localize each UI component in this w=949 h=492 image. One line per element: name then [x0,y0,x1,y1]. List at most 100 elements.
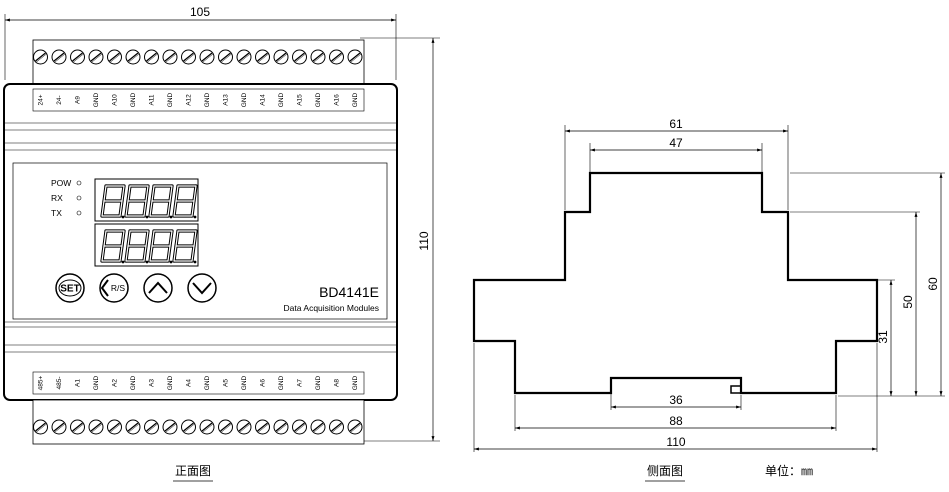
top-terminal-label: GND [93,92,100,107]
led-indicators: POW RX TX [51,178,82,218]
bottom-terminal-label: A5 [223,379,230,387]
chevron-left-icon [100,279,109,297]
terminal-screw-icon [88,49,104,65]
terminal-screw-icon [70,419,85,435]
top-terminal-label: 24+ [38,94,45,105]
terminal-screw-icon [125,419,141,435]
terminal-screw-icon [181,49,196,65]
terminal-screw-icon [33,419,48,435]
model-subtitle: Data Acquisition Modules [284,303,379,313]
bottom-terminal-label: A8 [334,379,341,387]
top-terminal-label: A15 [297,94,304,106]
bottom-terminal-label: GND [130,375,137,390]
terminal-screw-icon [218,419,233,435]
front-width-label: 105 [190,5,210,19]
bottom-terminal-label: GND [352,375,359,390]
top-terminal-label: GND [352,92,359,107]
seven-segment-digit [148,229,174,264]
top-terminal-label-strip [32,88,365,112]
terminal-screw-icon [162,419,178,435]
led-rx [76,195,82,201]
terminal-screw-icon [51,49,67,65]
led-label-pow: POW [51,178,71,188]
terminal-screw-icon [347,419,363,435]
set-button-label: SET [60,284,79,295]
terminal-screw-icon [125,49,141,65]
top-terminal-label: A9 [75,96,82,104]
bottom-terminal-block [32,399,365,445]
unit-label: 单位：㎜ [765,463,813,478]
bottom-terminal-label: A2 [112,379,119,387]
dim-right-full: 60 [926,277,940,291]
bottom-terminal-label-strip [32,371,365,395]
up-button[interactable] [143,273,173,303]
terminal-screw-icon [162,49,178,65]
terminal-screw-icon [107,49,122,65]
terminal-screw-icon [292,49,307,65]
led-label-tx: TX [51,208,62,218]
din-clip [730,385,742,394]
bottom-terminal-label: A6 [260,379,267,387]
top-terminal-label: GND [278,92,285,107]
down-button[interactable] [187,273,217,303]
top-terminal-label: 24- [56,95,63,104]
top-terminal-label: GND [130,92,137,107]
led-label-rx: RX [51,193,63,203]
terminal-screw-icon [273,419,289,435]
model-name: BD4141E [319,284,379,300]
terminal-screw-icon [310,49,326,65]
terminal-screw-icon [199,49,215,65]
bottom-terminal-label: 485- [56,376,63,389]
bottom-screw-row [33,419,363,435]
terminal-screw-icon [273,49,289,65]
top-terminal-label: A10 [112,94,119,106]
top-terminal-label: GND [315,92,322,107]
bottom-terminal-label: A1 [75,379,82,387]
top-terminal-label: A16 [334,94,341,106]
dim-top-outer: 61 [669,117,683,131]
seven-segment-digit [172,184,198,219]
dim-right-mid: 50 [901,295,915,309]
dim-bottom-full: 110 [666,435,685,449]
terminal-screw-icon [329,49,344,65]
bottom-terminal-label: 485+ [38,375,45,390]
seven-segment-digit [172,229,198,264]
terminal-screw-icon [236,419,252,435]
dim-right-low: 31 [876,330,890,344]
terminal-screw-icon [255,419,270,435]
terminal-screw-icon [181,419,196,435]
terminal-screw-icon [51,419,67,435]
bottom-terminal-label: GND [241,375,248,390]
terminal-screw-icon [199,419,215,435]
led-pow [76,180,82,186]
seven-segment-digit [124,184,150,219]
terminal-screw-icon [107,419,122,435]
terminal-screw-icon [70,49,85,65]
side-profile-outline [472,171,879,395]
side-view-caption: 侧面图 [647,464,683,478]
seven-segment-digit [100,229,126,264]
terminal-screw-icon [144,419,159,435]
set-button[interactable]: SET [55,273,85,303]
front-height-label: 110 [417,231,431,250]
dim-bottom-mid: 88 [669,414,683,428]
chevron-up-icon [148,281,168,294]
terminal-screw-icon [33,49,48,65]
top-screw-row [33,49,363,65]
terminal-screw-icon [292,419,307,435]
dim-bottom-small: 36 [669,393,683,407]
bottom-terminal-label: A7 [297,379,304,387]
top-terminal-label: GND [204,92,211,107]
terminal-screw-icon [218,49,233,65]
bottom-terminal-label: GND [167,375,174,390]
run-stop-button-label: R/S [111,283,126,293]
seven-segment-digit [124,229,150,264]
front-view-caption: 正面图 [175,464,211,478]
bottom-terminal-label: GND [93,375,100,390]
side-view: 61 47 60 50 31 36 88 110 侧面图 [472,117,945,482]
dim-top-inner: 47 [669,136,683,150]
seven-segment-digit [148,184,174,219]
run-stop-button[interactable]: R/S [99,273,129,303]
